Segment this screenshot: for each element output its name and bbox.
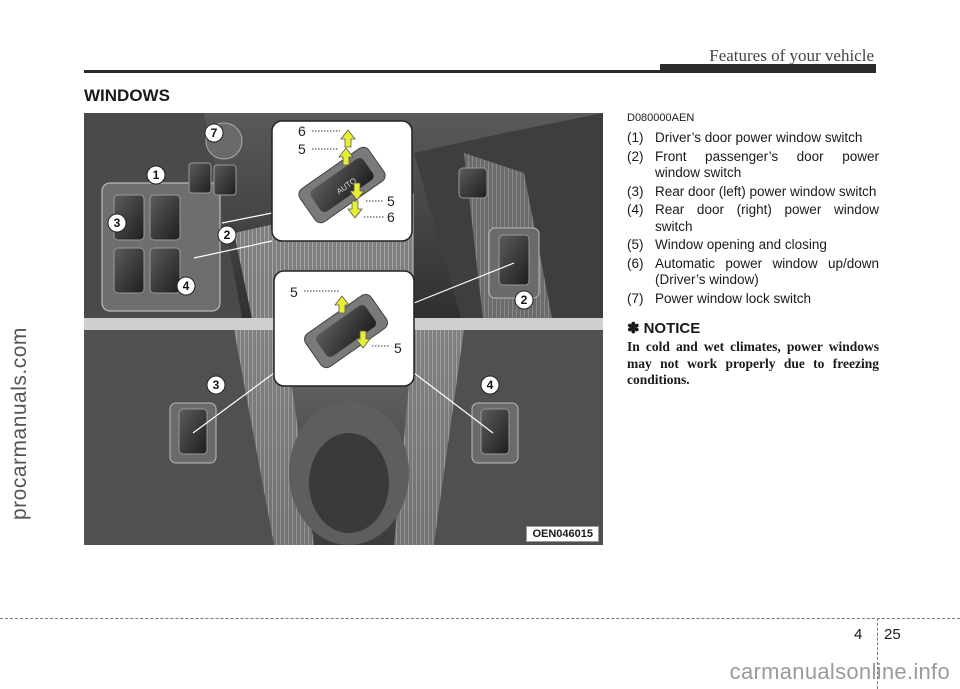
callout-3-rear: 3 (213, 378, 220, 392)
figure-code: OEN046015 (526, 526, 599, 542)
inset-bottom-label-5b: 5 (394, 340, 402, 356)
callout-4-driver: 4 (183, 279, 190, 293)
inset-top-label-6b: 6 (387, 209, 395, 225)
callout-2-driver: 2 (224, 228, 231, 242)
figure-illustration: AUTO 6 5 5 6 5 5 1 2 3 (84, 113, 603, 545)
inset-top-label-5a: 5 (298, 141, 306, 157)
list-item: (2)Front passenger’s door power window s… (627, 149, 879, 182)
section-number: 4 (854, 626, 862, 643)
notice-body: In cold and wet climates, power windows … (627, 339, 879, 389)
bottom-watermark: carmanualsonline.info (730, 659, 950, 685)
inset-top-label-5b: 5 (387, 193, 395, 209)
document-code: D080000AEN (627, 112, 879, 124)
callout-2-passenger: 2 (521, 293, 528, 307)
callout-3-driver: 3 (114, 216, 121, 230)
inset-top-label-6a: 6 (298, 123, 306, 139)
item-list: (1)Driver’s door power window switch (2)… (627, 130, 879, 307)
side-watermark: procarmanuals.com (8, 327, 32, 520)
list-item: (6)Automatic power window up/down (Drive… (627, 256, 879, 289)
header-title: Features of your vehicle (709, 46, 874, 66)
notice-heading: NOTICE (644, 320, 701, 337)
section-title: WINDOWS (84, 86, 170, 106)
content-column: D080000AEN (1)Driver’s door power window… (627, 112, 879, 389)
window-switch-figure: AUTO 6 5 5 6 5 5 1 2 3 (84, 113, 603, 545)
list-item: (1)Driver’s door power window switch (627, 130, 879, 147)
page-number: 25 (884, 626, 901, 643)
callout-4-rear: 4 (487, 378, 494, 392)
callout-7: 7 (211, 126, 218, 140)
header-rule (84, 70, 876, 73)
notice-title: ✽ NOTICE (627, 319, 879, 337)
callout-1: 1 (153, 168, 160, 182)
notice-star-icon: ✽ (627, 319, 640, 337)
list-item: (7)Power window lock switch (627, 291, 879, 308)
list-item: (3)Rear door (left) power window switch (627, 184, 879, 201)
list-item: (5)Window opening and closing (627, 237, 879, 254)
footer-rule (0, 618, 960, 619)
inset-bottom-label-5a: 5 (290, 284, 298, 300)
list-item: (4)Rear door (right) power window switch (627, 202, 879, 235)
